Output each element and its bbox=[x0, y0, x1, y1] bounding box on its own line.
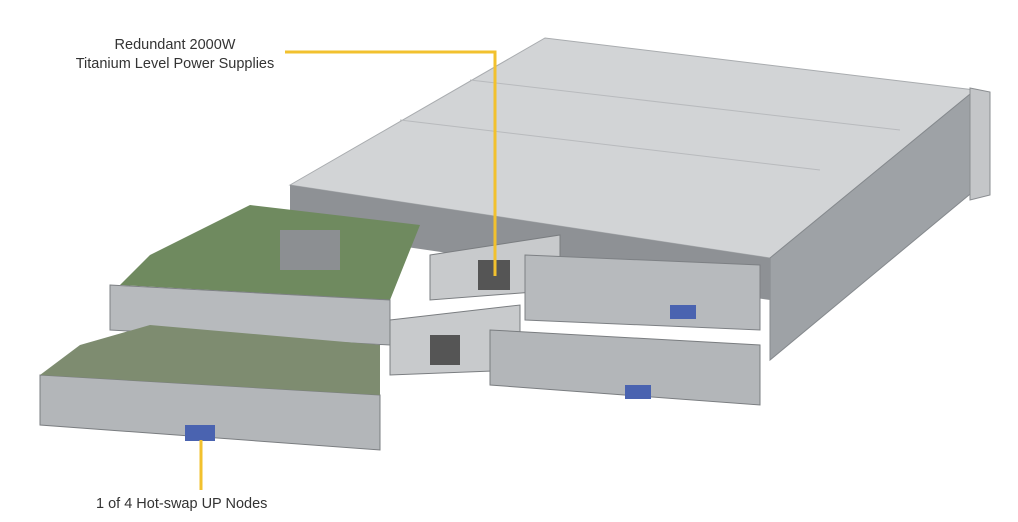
nodes-right bbox=[489, 254, 761, 406]
psu-callout-line1: Redundant 2000W bbox=[114, 37, 236, 53]
psu-leader-line bbox=[285, 50, 497, 276]
psu-callout-line2: Titanium Level Power Supplies bbox=[75, 56, 275, 72]
node-lower-left bbox=[39, 325, 381, 451]
psu-callout-label: Redundant 2000W Titanium Level Power Sup… bbox=[40, 36, 310, 74]
node-callout-label: 1 of 4 Hot-swap UP Nodes bbox=[96, 496, 268, 512]
rack-ear bbox=[969, 87, 991, 201]
node-upper-left bbox=[109, 205, 420, 346]
